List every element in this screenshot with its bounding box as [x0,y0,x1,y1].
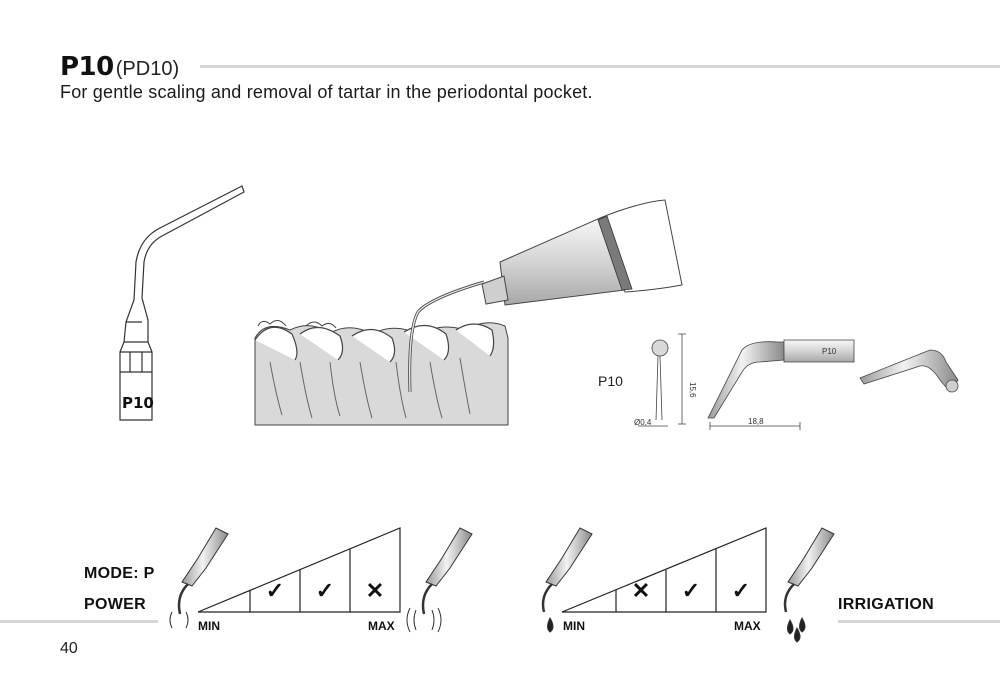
power-mark-1: ✓ [265,578,285,603]
irrigation-mark-2: ✓ [681,578,701,603]
page-title: P10 (PD10) [60,52,179,82]
handpiece-icon-irrigation-min [541,527,593,633]
handpiece-icon-power-max [406,527,473,633]
irrigation-scale [561,527,767,613]
mode-label: MODE: P [84,565,155,582]
shank-marking: P10 [822,347,837,356]
dimension-width: 18,8 [748,417,764,426]
tip-engraving: P10 [122,394,154,412]
tip-description: For gentle scaling and removal of tartar… [60,82,593,102]
page-number: 40 [60,640,78,657]
irrigation-label: IRRIGATION [838,596,935,613]
footer-rule-right [838,620,1000,623]
dimension-diameter: Ø0,4 [634,418,652,427]
power-mark-3: ✕ [365,578,385,603]
power-mark-2: ✓ [315,578,335,603]
handpiece-icon-power-min [169,527,229,629]
power-label: POWER [84,596,146,613]
dimension-length: 15,6 [688,382,697,398]
model-label: P10 [598,373,623,389]
footer-rule-left [0,620,158,623]
power-min-label: MIN [198,619,220,633]
handpiece-icon-irrigation-max [783,527,835,643]
tip-outline-drawing [119,185,245,421]
tip-alt-code: (PD10) [115,58,180,80]
handpiece-drawing [408,199,683,393]
title-divider [200,65,1000,68]
teeth-illustration [254,320,509,426]
power-scale [197,527,401,613]
power-max-label: MAX [368,619,395,633]
irrigation-min-label: MIN [563,619,585,633]
technical-drawing [638,333,959,430]
irrigation-mark-1: ✕ [631,578,651,603]
tip-code: P10 [60,52,114,82]
irrigation-mark-3: ✓ [731,578,751,603]
irrigation-max-label: MAX [734,619,761,633]
